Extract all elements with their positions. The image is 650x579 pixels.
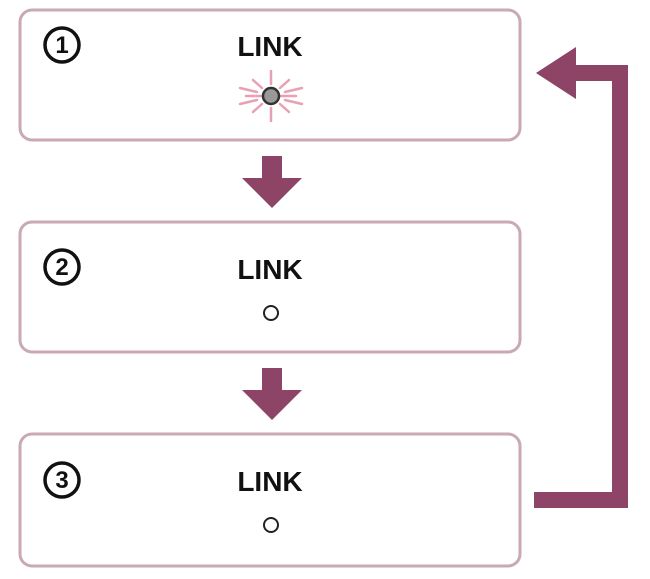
led-ray xyxy=(278,102,291,114)
led-off-icon xyxy=(263,305,279,321)
step-number-badge-1: 1 xyxy=(43,26,81,64)
arrow-down-icon xyxy=(242,368,302,420)
blinking-led-icon xyxy=(238,69,304,123)
step-2: 2 LINK xyxy=(18,220,522,354)
led-ray xyxy=(278,78,291,90)
step-number-badge-3: 3 xyxy=(43,461,81,499)
step-1: 1 LINK xyxy=(18,8,522,142)
return-arrow-line xyxy=(534,65,628,508)
step-number-circle-2 xyxy=(43,248,81,286)
led-ray xyxy=(238,98,259,106)
return-arrow-icon xyxy=(534,47,628,508)
led-ray xyxy=(238,86,259,94)
step-number-2: 2 xyxy=(55,254,68,281)
step-1-link-label: LINK xyxy=(237,31,302,62)
led-off-icon xyxy=(263,517,279,533)
return-arrow-head xyxy=(536,47,576,99)
step-number-circle-1 xyxy=(43,26,81,64)
led-on-dot xyxy=(261,86,281,106)
step-2-box xyxy=(18,220,522,354)
led-ray xyxy=(283,86,304,94)
led-ray xyxy=(251,102,264,114)
step-3-link-label: LINK xyxy=(237,466,302,497)
arrow-down-icon xyxy=(242,156,302,208)
step-number-3: 3 xyxy=(55,467,68,494)
step-2-link-label: LINK xyxy=(237,254,302,285)
led-ray xyxy=(283,98,304,106)
step-3-box xyxy=(18,432,522,568)
step-3: 3 LINK xyxy=(18,432,522,568)
step-number-1: 1 xyxy=(55,32,68,59)
led-ray xyxy=(251,78,264,90)
step-number-circle-3 xyxy=(43,461,81,499)
step-number-badge-2: 2 xyxy=(43,248,81,286)
